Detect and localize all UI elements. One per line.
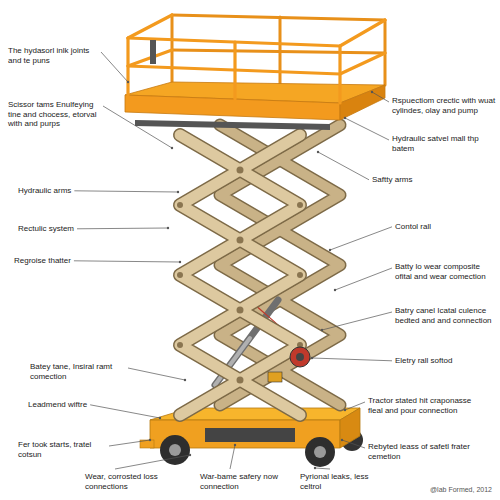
part-label: Batty lo wear composite ofital and wear … <box>395 262 495 281</box>
part-label: Rspuectiom crectic with wuat cylindes, o… <box>392 96 496 115</box>
part-label: The hydasorl inlk joints and te puns <box>8 46 98 65</box>
part-label: Scissor tams Enulfeying tine and chocess… <box>8 100 100 129</box>
leader-dot <box>177 191 179 193</box>
leader-dot <box>179 261 181 263</box>
leader-line <box>345 402 365 410</box>
leader-line <box>318 152 369 180</box>
leader-dot <box>314 467 316 469</box>
leader-dot <box>334 289 336 291</box>
leader-line <box>109 440 150 446</box>
leader-line <box>90 405 160 418</box>
leader-dot <box>344 409 346 411</box>
leader-line <box>330 227 392 250</box>
leader-dot <box>311 357 313 359</box>
leader-line <box>315 468 330 469</box>
leader-dot <box>234 444 236 446</box>
leader-line <box>74 191 178 192</box>
part-label: Rebyted leass of safetl frater cemetion <box>368 442 480 461</box>
leader-line <box>103 106 172 148</box>
leader-dot <box>344 117 346 119</box>
part-label: Batry canel Icatal culence bedted and an… <box>395 306 495 325</box>
part-label: Hydraulic arms <box>18 186 71 196</box>
leader-line <box>342 440 365 448</box>
part-label: Hydraulic satvel mall thp batem <box>392 134 492 153</box>
leader-line <box>345 118 389 140</box>
part-label: Wear, corrosted loss connections <box>85 472 180 491</box>
part-label: Rectulic system <box>18 224 74 234</box>
leader-dot <box>189 454 191 456</box>
leader-line <box>230 445 235 469</box>
leader-dot <box>329 249 331 251</box>
leader-dot <box>159 417 161 419</box>
part-label: Contol rall <box>395 222 431 232</box>
leader-dot <box>371 91 373 93</box>
part-label: Tractor stated hit craponasse fleal and … <box>368 396 480 415</box>
leader-dot <box>171 147 173 149</box>
leader-line <box>312 358 392 361</box>
leader-line <box>77 228 168 230</box>
leader-dot <box>184 379 186 381</box>
part-label: Saftty arms <box>372 175 412 185</box>
platform <box>125 15 385 130</box>
reel <box>268 347 310 382</box>
leader-dot <box>321 329 323 331</box>
leader-dot <box>127 81 129 83</box>
watermark: @lab Formed, 2012 <box>430 486 492 494</box>
part-label: War-bame safery now connection <box>200 472 288 491</box>
leader-dot <box>317 151 319 153</box>
scissor-front <box>177 135 303 415</box>
leader-line <box>372 92 389 102</box>
part-label: Eletry rall softod <box>395 356 452 366</box>
leader-line <box>101 52 128 82</box>
part-label: Leadmend wiftre <box>28 400 87 410</box>
part-label: Fer took starts, tratel cotsun <box>18 440 106 459</box>
leader-dot <box>167 227 169 229</box>
leader-dot <box>149 439 151 441</box>
leader-line <box>335 268 392 290</box>
part-label: Pyrional leaks, less celtrol <box>300 472 382 491</box>
part-label: Batey tane, Insiral ramt comection <box>30 362 125 381</box>
leader-line <box>115 455 190 469</box>
leader-line <box>322 312 392 330</box>
part-label: Regroise thatter <box>14 256 71 266</box>
leader-dot <box>341 439 343 441</box>
leader-line <box>74 261 180 262</box>
leader-line <box>128 368 185 380</box>
